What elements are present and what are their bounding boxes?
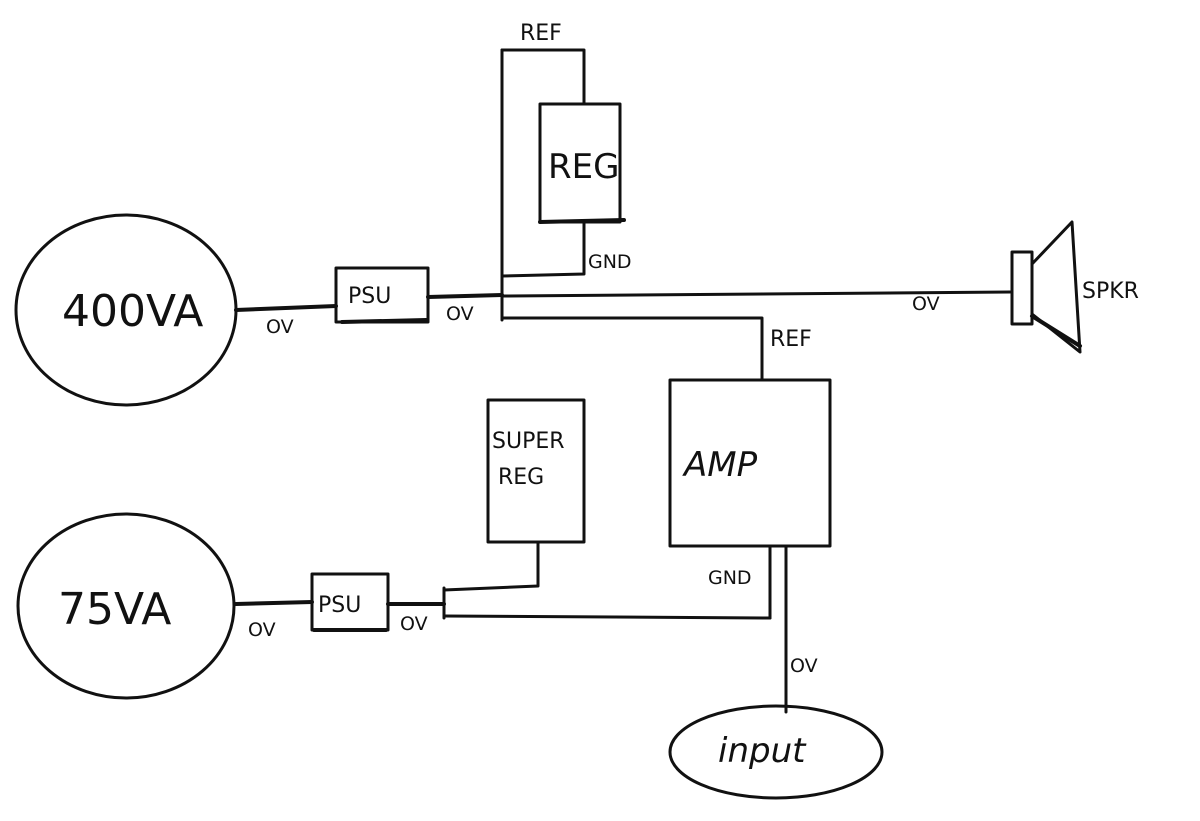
wire-psu-upper-out: [426, 293, 504, 299]
gnd-label-amp: GND: [708, 567, 752, 589]
transformer-75va: 75VA: [16, 512, 236, 700]
amplifier-label: AMP: [682, 445, 758, 485]
input-source: input: [668, 704, 884, 800]
ref-label-amp: REF: [770, 327, 812, 352]
amplifier-box: [668, 378, 832, 548]
ov-label-input: OV: [790, 655, 818, 677]
transformer-400va: 400VA: [14, 213, 238, 407]
ov-label-400va-psu: OV: [266, 316, 294, 338]
psu-upper: PSU: [334, 266, 430, 324]
wire-reg-gnd: [500, 220, 586, 278]
amplifier: AMP: [668, 378, 832, 548]
regulator-underline: [538, 218, 626, 224]
psu-upper-label: PSU: [348, 284, 391, 309]
ov-label-75va-psu: OV: [248, 619, 276, 641]
speaker-icon: [1010, 220, 1082, 354]
speaker-cone-edge: [1030, 314, 1082, 348]
transformer-400va-label: 400VA: [62, 286, 203, 337]
super-regulator-label-line2: REG: [498, 465, 544, 490]
wire-to-amp-ref: [500, 316, 764, 382]
regulator: REG: [538, 102, 626, 224]
psu-lower: PSU: [310, 572, 390, 632]
wire-75va-to-psu: [234, 600, 314, 606]
regulator-label: REG: [548, 147, 619, 187]
ov-label-speaker: OV: [912, 293, 940, 315]
transformer-75va-circle: [16, 512, 236, 700]
wire-to-amp-gnd: [442, 614, 772, 620]
super-regulator-label-line1: SUPER: [492, 429, 565, 454]
gnd-label-reg: GND: [588, 251, 632, 273]
input-ellipse: [668, 704, 884, 800]
speaker-magnet: [1010, 250, 1034, 326]
input-label: input: [718, 731, 807, 771]
super-regulator-box: [486, 398, 586, 544]
psu-lower-label: PSU: [318, 593, 361, 618]
psu-upper-underline: [340, 318, 428, 324]
ov-label-psu-lower-out: OV: [400, 613, 428, 635]
speaker-label: SPKR: [1082, 279, 1139, 304]
ov-label-psu-upper-out: OV: [446, 303, 474, 325]
wire-to-speaker: [500, 290, 1012, 298]
super-regulator: SUPER REG: [486, 398, 586, 544]
wire-400va-to-psu: [234, 304, 338, 312]
ref-label-top: REF: [520, 21, 562, 46]
transformer-75va-label: 75VA: [58, 584, 171, 635]
wire-ref-loop: [500, 48, 586, 106]
wire-to-super-reg: [442, 540, 540, 592]
